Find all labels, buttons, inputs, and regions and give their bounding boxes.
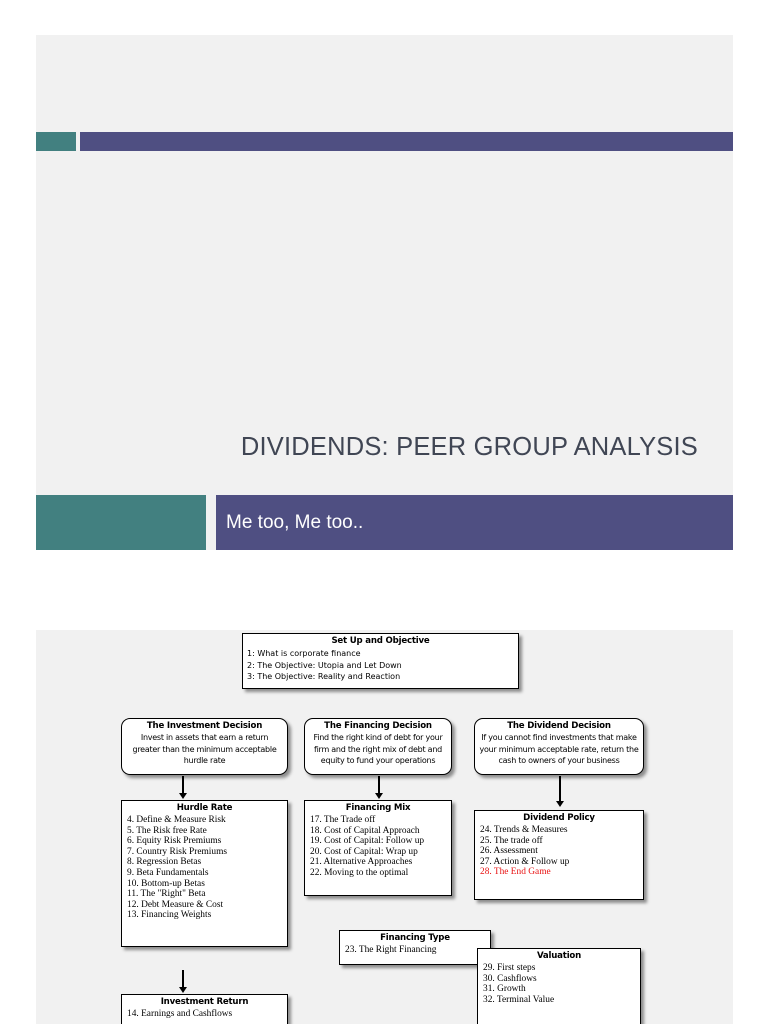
node-investment-return-title: Investment Return <box>160 997 249 1007</box>
node-dividend-policy-list: 24. Trends & Measures 25. The trade off … <box>475 824 643 878</box>
top-purple-bar <box>80 132 733 151</box>
node-hurdle-rate-title: Hurdle Rate <box>176 803 233 813</box>
connector-arrow-dividend <box>556 776 563 807</box>
page-subtitle: Me too, Me too.. <box>226 512 364 533</box>
list-item: 12. Debt Measure & Cost <box>127 899 224 910</box>
node-dividend-decision: The Dividend Decision If you cannot find… <box>474 718 644 775</box>
list-item: 32. Terminal Value <box>483 994 555 1005</box>
list-item: 11. The "Right" Beta <box>127 889 206 900</box>
node-financing-decision-title: The Financing Decision <box>324 721 432 731</box>
node-financing-mix: Financing Mix 17. The Trade off 18. Cost… <box>304 800 452 896</box>
node-investment-decision-title: The Investment Decision <box>146 721 263 731</box>
list-item: 23. The Right Financing <box>345 945 437 955</box>
list-item: 7. Country Risk Premiums <box>127 846 228 857</box>
node-dividend-policy: Dividend Policy 24. Trends & Measures 25… <box>474 810 644 900</box>
list-item: 25. The trade off <box>480 835 543 846</box>
connector-arrow-financing <box>375 776 382 799</box>
list-item: 13. Financing Weights <box>127 910 212 921</box>
node-financing-type-list: 23. The Right Financing <box>340 944 490 956</box>
list-item: 31. Growth <box>483 984 526 995</box>
list-item: 5. The Risk free Rate <box>127 825 207 836</box>
top-accent-bars <box>36 132 733 151</box>
list-item: 17. The Trade off <box>310 815 376 825</box>
subtitle-teal-block <box>36 495 206 550</box>
node-hurdle-rate: Hurdle Rate 4. Define & Measure Risk 5. … <box>121 800 288 947</box>
list-item: 9. Beta Fundamentals <box>127 867 209 878</box>
diagram-slide: Set Up and Objective 1: What is corporat… <box>36 630 733 1024</box>
list-item: 1: What is corporate finance <box>247 649 361 658</box>
list-item: 30. Cashflows <box>483 973 537 984</box>
list-item: 10. Bottom-up Betas <box>127 878 205 889</box>
node-setup-objective: Set Up and Objective 1: What is corporat… <box>242 633 519 689</box>
node-valuation: Valuation 29. First steps 30. Cashflows … <box>477 948 641 1024</box>
node-dividend-decision-desc: If you cannot find investments that make… <box>479 733 639 765</box>
list-item: 14. Earnings and Cashflows <box>127 1009 233 1019</box>
list-item: 24. Trends & Measures <box>480 825 568 835</box>
list-item: 18. Cost of Capital Approach <box>310 825 420 836</box>
subtitle-accent-bars: Me too, Me too.. <box>36 495 733 550</box>
list-item-highlighted: 28. The End Game <box>480 867 551 878</box>
node-valuation-title: Valuation <box>536 951 582 961</box>
connector-arrow-investment-return <box>179 970 186 993</box>
node-dividend-policy-title: Dividend Policy <box>523 813 595 823</box>
list-item: 4. Define & Measure Risk <box>127 815 226 825</box>
list-item: 20. Cost of Capital: Wrap up <box>310 846 418 857</box>
node-investment-decision-desc: Invest in assets that earn a return grea… <box>132 733 277 765</box>
title-slide: DIVIDENDS: PEER GROUP ANALYSIS Me too, M… <box>36 35 733 550</box>
list-item: 26. Assessment <box>480 846 538 857</box>
node-financing-mix-title: Financing Mix <box>345 803 411 813</box>
node-valuation-list: 29. First steps 30. Cashflows 31. Growth… <box>478 962 640 1005</box>
page-title: DIVIDENDS: PEER GROUP ANALYSIS <box>240 433 698 461</box>
list-item: 8. Regression Betas <box>127 857 202 868</box>
node-dividend-decision-title: The Dividend Decision <box>507 721 611 731</box>
list-item: 3: The Objective: Reality and Reaction <box>247 672 401 681</box>
subtitle-purple-block: Me too, Me too.. <box>216 495 733 550</box>
list-item: 22. Moving to the optimal <box>310 867 409 878</box>
node-hurdle-rate-list: 4. Define & Measure Risk 5. The Risk fre… <box>122 814 287 921</box>
node-financing-type: Financing Type 23. The Right Financing <box>339 930 491 965</box>
node-financing-mix-list: 17. The Trade off 18. Cost of Capital Ap… <box>305 814 451 879</box>
node-financing-decision-desc: Find the right kind of debt for your fir… <box>313 733 443 765</box>
connector-arrow-investment <box>179 776 186 799</box>
top-teal-bar <box>36 132 76 151</box>
list-item: 29. First steps <box>483 963 536 973</box>
node-financing-decision: The Financing Decision Find the right ki… <box>304 718 452 775</box>
node-financing-type-title: Financing Type <box>380 933 450 943</box>
list-item: 21. Alternative Approaches <box>310 857 413 868</box>
node-setup-title: Set Up and Objective <box>331 636 430 646</box>
list-item: 2: The Objective: Utopia and Let Down <box>247 660 402 670</box>
node-setup-list: 1: What is corporate finance 2: The Obje… <box>243 647 518 683</box>
list-item: 27. Action & Follow up <box>480 856 570 867</box>
node-investment-return: Investment Return 14. Earnings and Cashf… <box>121 994 288 1024</box>
list-item: 19. Cost of Capital: Follow up <box>310 836 425 847</box>
node-investment-decision: The Investment Decision Invest in assets… <box>121 718 288 775</box>
node-investment-return-list: 14. Earnings and Cashflows <box>122 1008 287 1020</box>
list-item: 6. Equity Risk Premiums <box>127 836 222 847</box>
